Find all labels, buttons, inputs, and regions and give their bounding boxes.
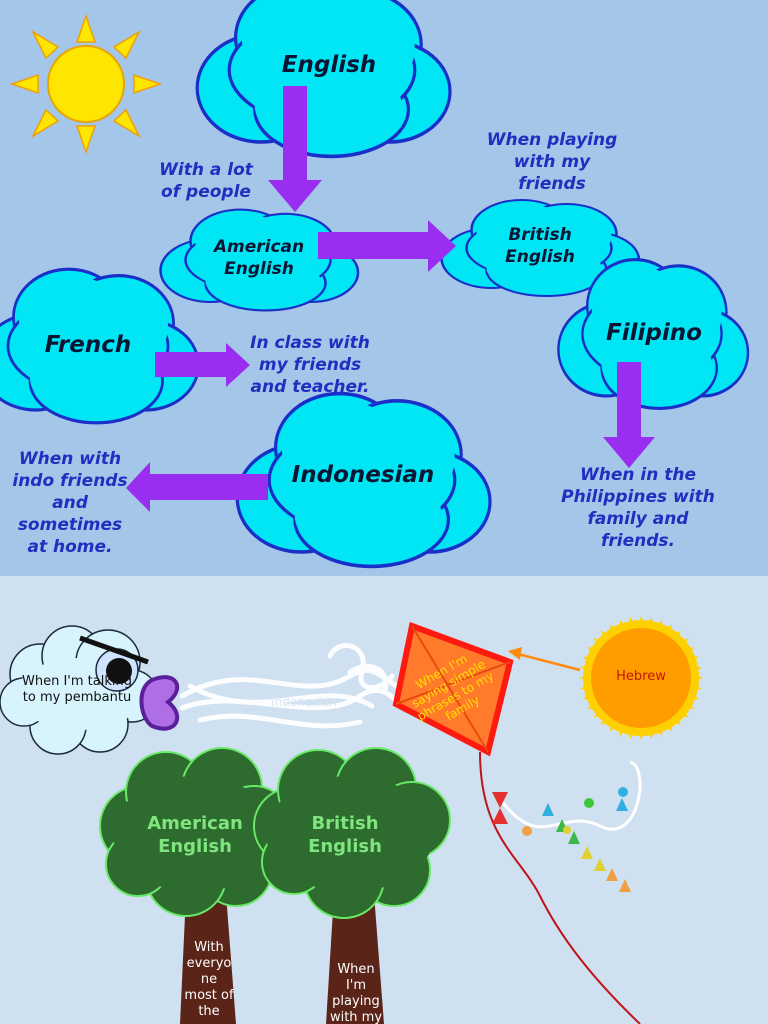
kite-tail [492, 760, 642, 892]
cloud-label-filipino: Filipino [606, 320, 702, 346]
trunk-text-right: When I'm playing with my [329, 962, 383, 1024]
arrow-filipino-down [603, 362, 655, 468]
arrow-indonesian-left [126, 462, 268, 512]
note-indo-friends: When with indo friends and sometimes at … [12, 449, 128, 557]
arrow-french-to-class [155, 343, 250, 387]
wind-label: Indonesian [271, 695, 337, 709]
cloud-label-british-english: British English [505, 225, 575, 267]
arrow-american-to-british [318, 220, 456, 272]
note-with-people: With a lot of people [159, 160, 253, 202]
scene-shapes [0, 616, 703, 1024]
spiky-sun-icon [579, 616, 703, 740]
arrow-sun-to-kite [508, 647, 581, 672]
tree-trunk-right [326, 894, 384, 1024]
trunk-text-left: With everyo ne most of the [184, 940, 234, 1019]
tree-label-british-english: British English [308, 813, 382, 857]
cloud-label-american-english: American English [213, 237, 305, 279]
note-playing-friends: When playing with my friends [486, 130, 618, 194]
note-in-class: In class with my friends and teacher. [250, 333, 370, 397]
thought-cloud-text: When I'm talking to my pembantu [22, 674, 132, 705]
sun-label-hebrew: Hebrew [616, 669, 666, 684]
cloud-label-french: French [44, 332, 132, 358]
eye-icon [79, 635, 149, 692]
cloud-label-indonesian: Indonesian [291, 462, 435, 488]
tree-label-american-english: American English [147, 813, 243, 857]
cloud-label-english: English [281, 52, 377, 78]
wind-swirl [179, 643, 415, 729]
sun-icon [9, 13, 163, 155]
kite-string [479, 751, 641, 1024]
note-philippines: When in the Philippines with family and … [561, 465, 715, 551]
heart-lips-icon [139, 675, 180, 731]
tree-trunk-left [180, 894, 236, 1024]
kite-icon [392, 621, 514, 757]
language-map-diagram: English American English British English… [0, 0, 768, 576]
arrow-english-to-american [268, 86, 322, 212]
diagram-shapes [0, 0, 750, 569]
language-scene-drawing: When I'm talking to my pembantu Indonesi… [0, 576, 768, 1024]
